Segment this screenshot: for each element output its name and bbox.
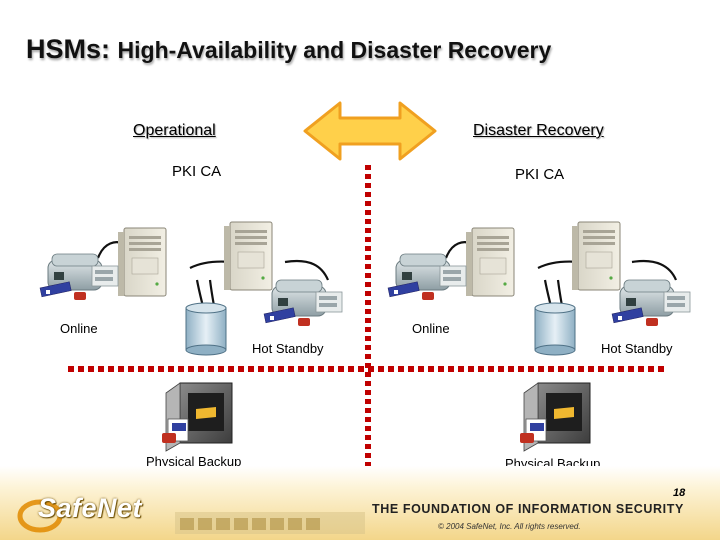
disaster-recovery-online-label: Online (412, 321, 450, 336)
footer-copyright: © 2004 SafeNet, Inc. All rights reserved… (438, 522, 581, 531)
hsm-device-icon (263, 279, 343, 327)
hsm-device-icon (387, 253, 467, 301)
safe-vault-icon (519, 382, 591, 452)
footer-tagline: THE FOUNDATION OF INFORMATION SECURITY (372, 502, 684, 516)
title-subtitle: High-Availability and Disaster Recovery (117, 37, 552, 63)
disaster-recovery-hot-standby-label: Hot Standby (601, 341, 673, 356)
operational-hot-standby-label: Hot Standby (252, 341, 324, 356)
server-tower-icon (223, 221, 273, 291)
disaster-recovery-heading: Disaster Recovery (473, 122, 604, 139)
page-number: 18 (673, 487, 686, 499)
database-cylinder-icon (185, 302, 227, 356)
server-tower-icon (465, 227, 515, 297)
operational-online-label: Online (60, 321, 98, 336)
safe-vault-icon (161, 382, 233, 452)
disaster-recovery-pki-label: PKI CA (515, 166, 565, 183)
database-cylinder-icon (534, 302, 576, 356)
page-title: HSMs: High-Availability and Disaster Rec… (26, 34, 551, 65)
operational-pki-label: PKI CA (172, 163, 222, 180)
server-tower-icon (117, 227, 167, 297)
title-main: HSMs: (26, 34, 118, 64)
safenet-logo: SafeNet (38, 493, 143, 523)
footer-decoration (17, 499, 365, 534)
hsm-device-icon (39, 253, 119, 301)
operational-backup-label: Physical Backup (146, 454, 242, 469)
hsm-device-icon (611, 279, 691, 327)
double-arrow-icon (303, 101, 437, 161)
server-tower-icon (571, 221, 621, 291)
operational-heading: Operational (133, 122, 216, 139)
